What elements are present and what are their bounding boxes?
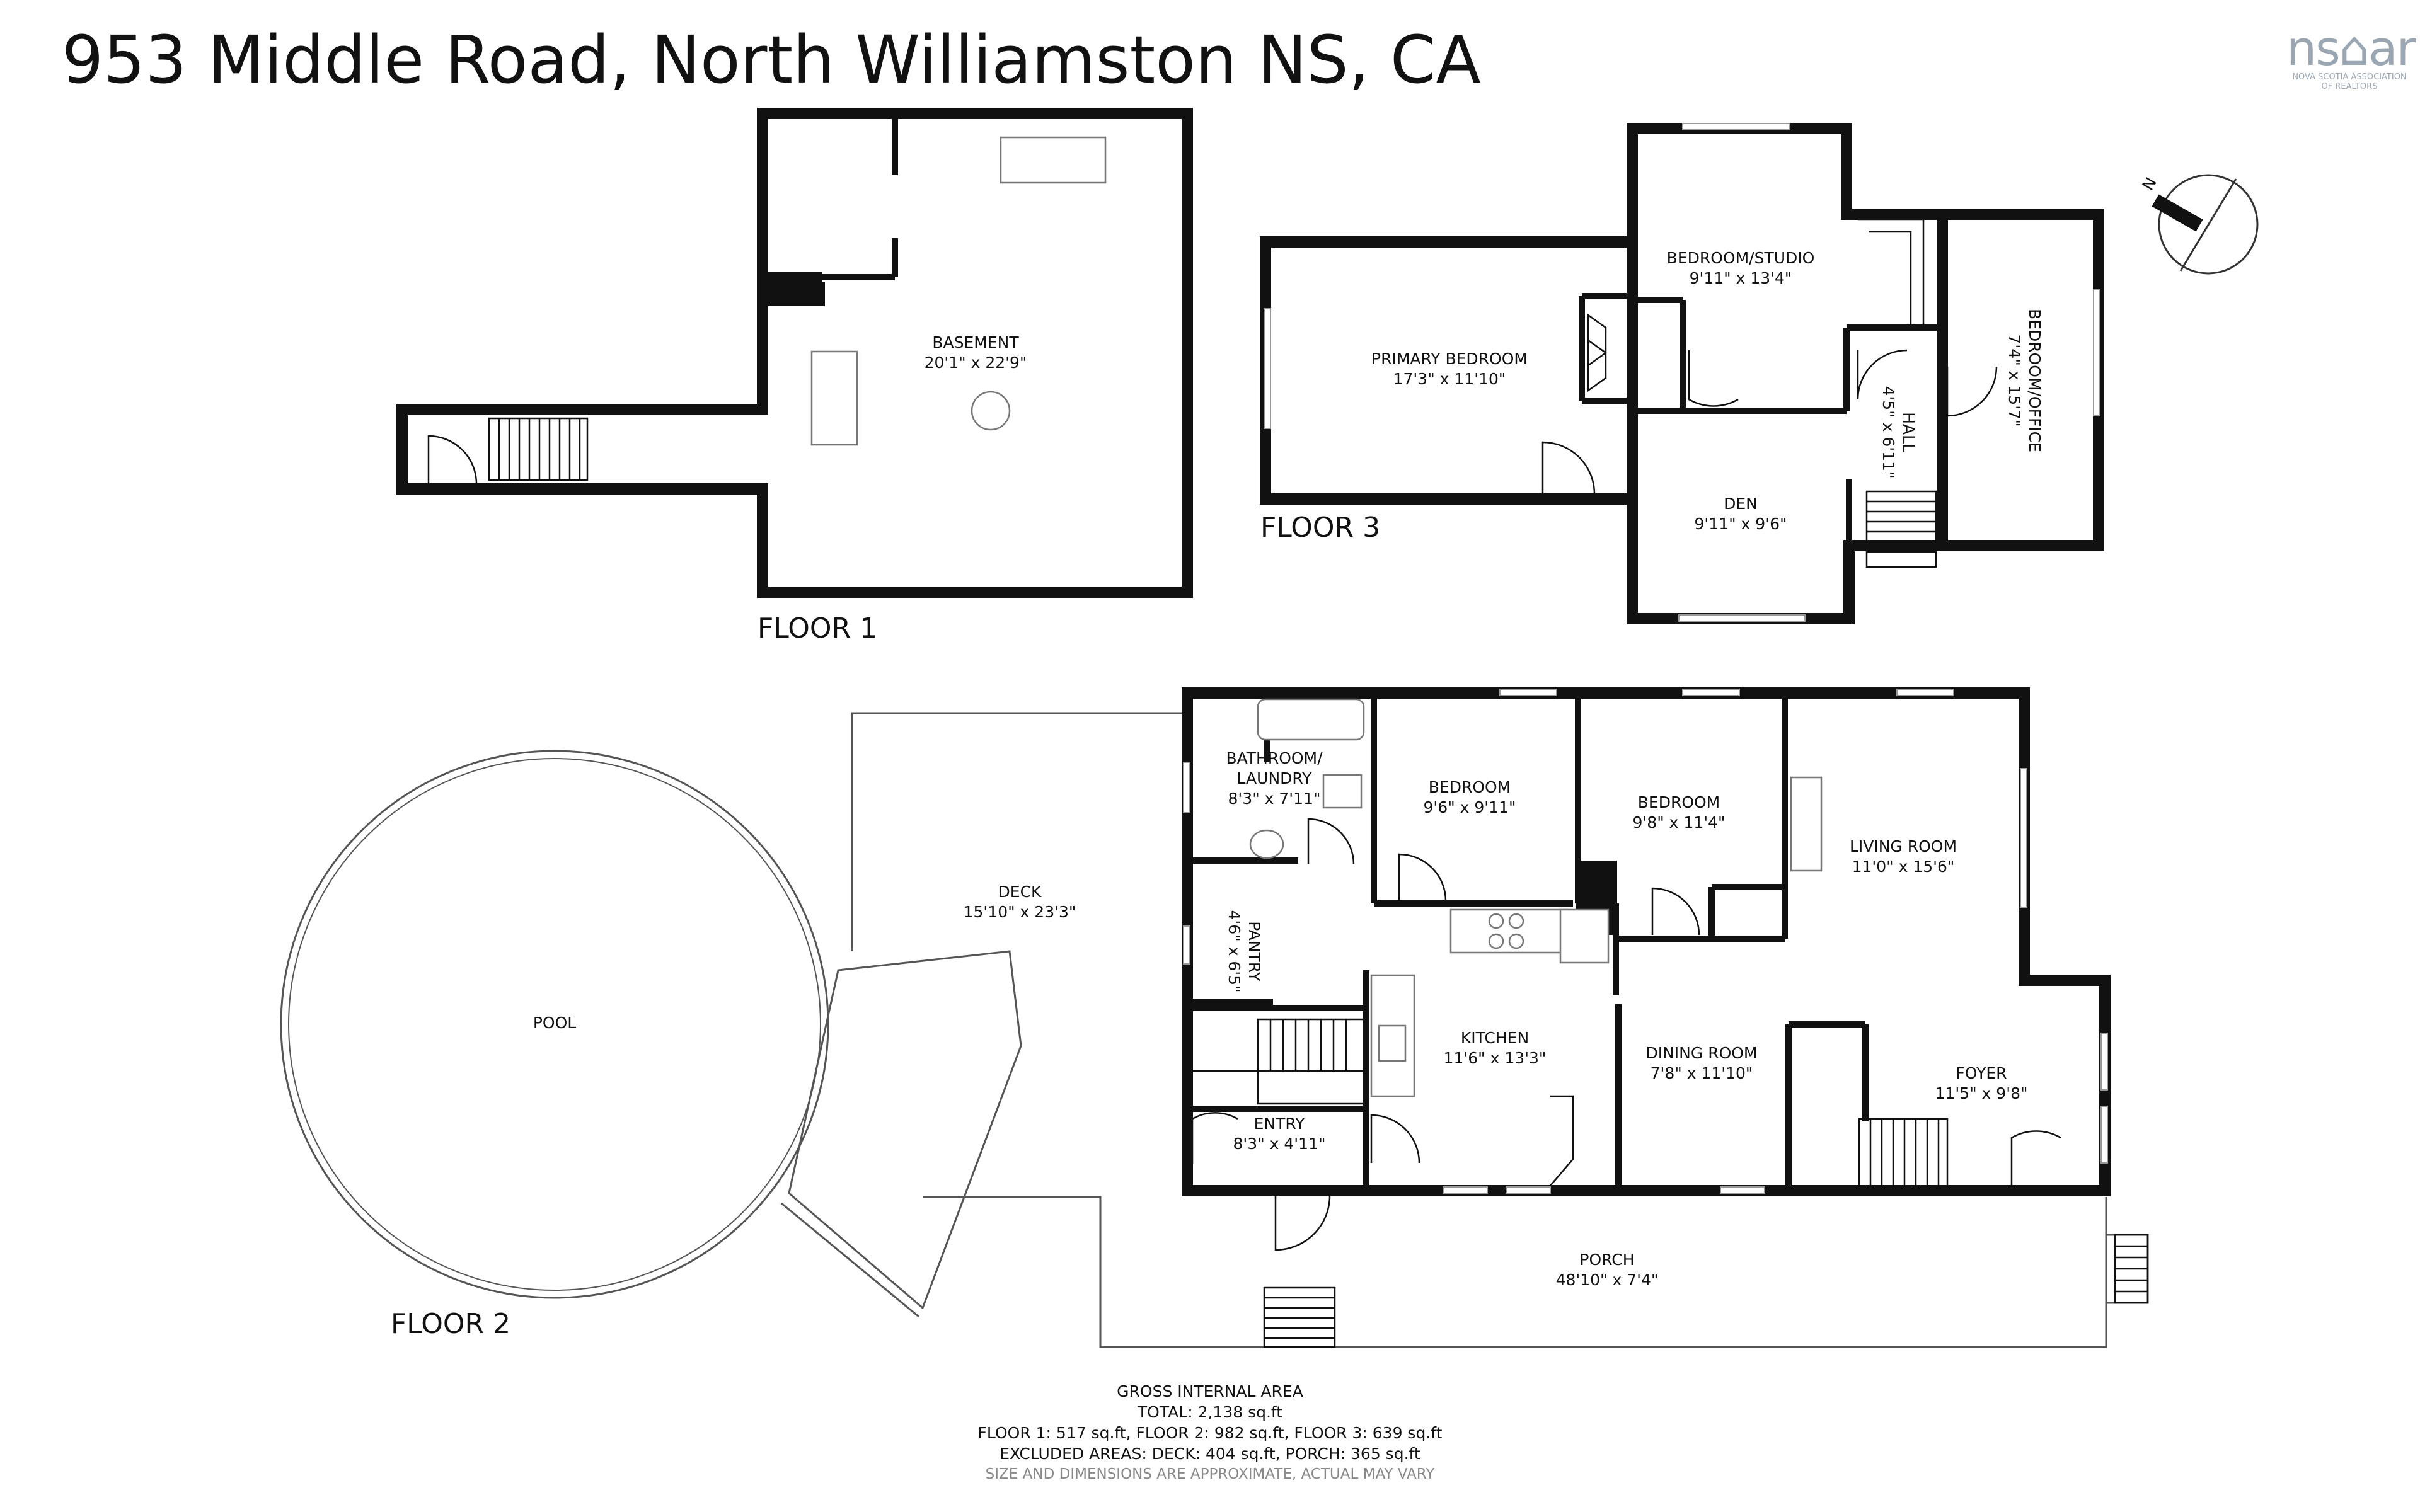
logo-subtext: NOVA SCOTIA ASSOCIATION OF REALTORS	[2292, 72, 2407, 91]
bathroom-laundry-label-1: BATHROOM/	[1226, 749, 1323, 767]
floor3-plan: PRIMARY BEDROOM 17'3" x 11'10" BEDROOM/S…	[1260, 123, 2104, 624]
kitchen-dim: 11'6" x 13'3"	[1444, 1049, 1547, 1067]
bedroom-studio-dim: 9'11" x 13'4"	[1690, 269, 1792, 287]
pool-label: POOL	[533, 1014, 576, 1032]
den-label: DEN	[1724, 495, 1758, 513]
area-total: TOTAL: 2,138 sq.ft	[1137, 1403, 1283, 1421]
foyer-label: FOYER	[1956, 1064, 2007, 1082]
entry-dim: 8'3" x 4'11"	[1233, 1135, 1326, 1153]
floor3-label: FLOOR 3	[1260, 512, 1380, 544]
pantry-label: PANTRY	[1245, 921, 1264, 982]
porch-label: PORCH	[1579, 1251, 1634, 1269]
floor2-plan: BATHROOM/ LAUNDRY 8'3" x 7'11" BEDROOM 9…	[280, 687, 2149, 1348]
primary-bedroom-dim: 17'3" x 11'10"	[1393, 370, 1506, 388]
bedroom-b-dim: 9'8" x 11'4"	[1633, 813, 1726, 832]
dining-room-dim: 7'8" x 11'10"	[1651, 1064, 1753, 1082]
area-summary: GROSS INTERNAL AREA TOTAL: 2,138 sq.ft F…	[908, 1381, 1512, 1485]
living-room-label: LIVING ROOM	[1850, 837, 1957, 856]
kitchen-label: KITCHEN	[1461, 1029, 1529, 1047]
logo-text: ns⌂ar	[2286, 20, 2416, 76]
bedroom-a-label: BEDROOM	[1429, 778, 1511, 796]
pantry-dim: 4'6" x 6'5"	[1225, 910, 1243, 992]
bedroom-b-label: BEDROOM	[1638, 793, 1720, 811]
bathroom-laundry-label-2: LAUNDRY	[1237, 769, 1313, 788]
basement-dim: 20'1" x 22'9"	[925, 353, 1027, 372]
area-floors: FLOOR 1: 517 sq.ft, FLOOR 2: 982 sq.ft, …	[977, 1424, 1443, 1442]
page-title: 953 Middle Road, North Williamston NS, C…	[62, 21, 1481, 98]
bedroom-office-label: BEDROOM/OFFICE	[2025, 309, 2044, 452]
porch-dim: 48'10" x 7'4"	[1556, 1271, 1659, 1289]
floor1-label: FLOOR 1	[758, 612, 877, 644]
hall-dim: 4'5" x 6'11"	[1879, 386, 1898, 479]
nsar-logo: ns⌂ar NOVA SCOTIA ASSOCIATION OF REALTOR…	[2286, 20, 2416, 91]
bedroom-office-dim: 7'4" x 15'7"	[2005, 335, 2024, 427]
area-excluded: EXCLUDED AREAS: DECK: 404 sq.ft, PORCH: …	[1000, 1445, 1420, 1463]
compass-north-label: N	[2138, 174, 2160, 193]
floor2-label: FLOOR 2	[391, 1308, 510, 1340]
deck-dim: 15'10" x 23'3"	[964, 903, 1076, 921]
entry-label: ENTRY	[1254, 1114, 1306, 1133]
primary-bedroom-label: PRIMARY BEDROOM	[1371, 350, 1528, 368]
bathroom-laundry-dim: 8'3" x 7'11"	[1228, 789, 1321, 808]
foyer-dim: 11'5" x 9'8"	[1935, 1084, 2028, 1102]
den-dim: 9'11" x 9'6"	[1695, 515, 1787, 533]
floor1-plan: BASEMENT 20'1" x 22'9"	[396, 108, 1193, 598]
dining-room-label: DINING ROOM	[1645, 1044, 1757, 1062]
area-heading: GROSS INTERNAL AREA	[1117, 1382, 1303, 1400]
area-disclaimer: SIZE AND DIMENSIONS ARE APPROXIMATE, ACT…	[985, 1466, 1435, 1482]
bedroom-a-dim: 9'6" x 9'11"	[1424, 798, 1516, 816]
compass-icon: N	[2138, 174, 2259, 275]
basement-label: BASEMENT	[932, 333, 1019, 352]
hall-label: HALL	[1899, 412, 1918, 452]
living-room-dim: 11'0" x 15'6"	[1852, 857, 1955, 876]
bedroom-studio-label: BEDROOM/STUDIO	[1667, 249, 1815, 267]
deck-label: DECK	[998, 883, 1042, 901]
